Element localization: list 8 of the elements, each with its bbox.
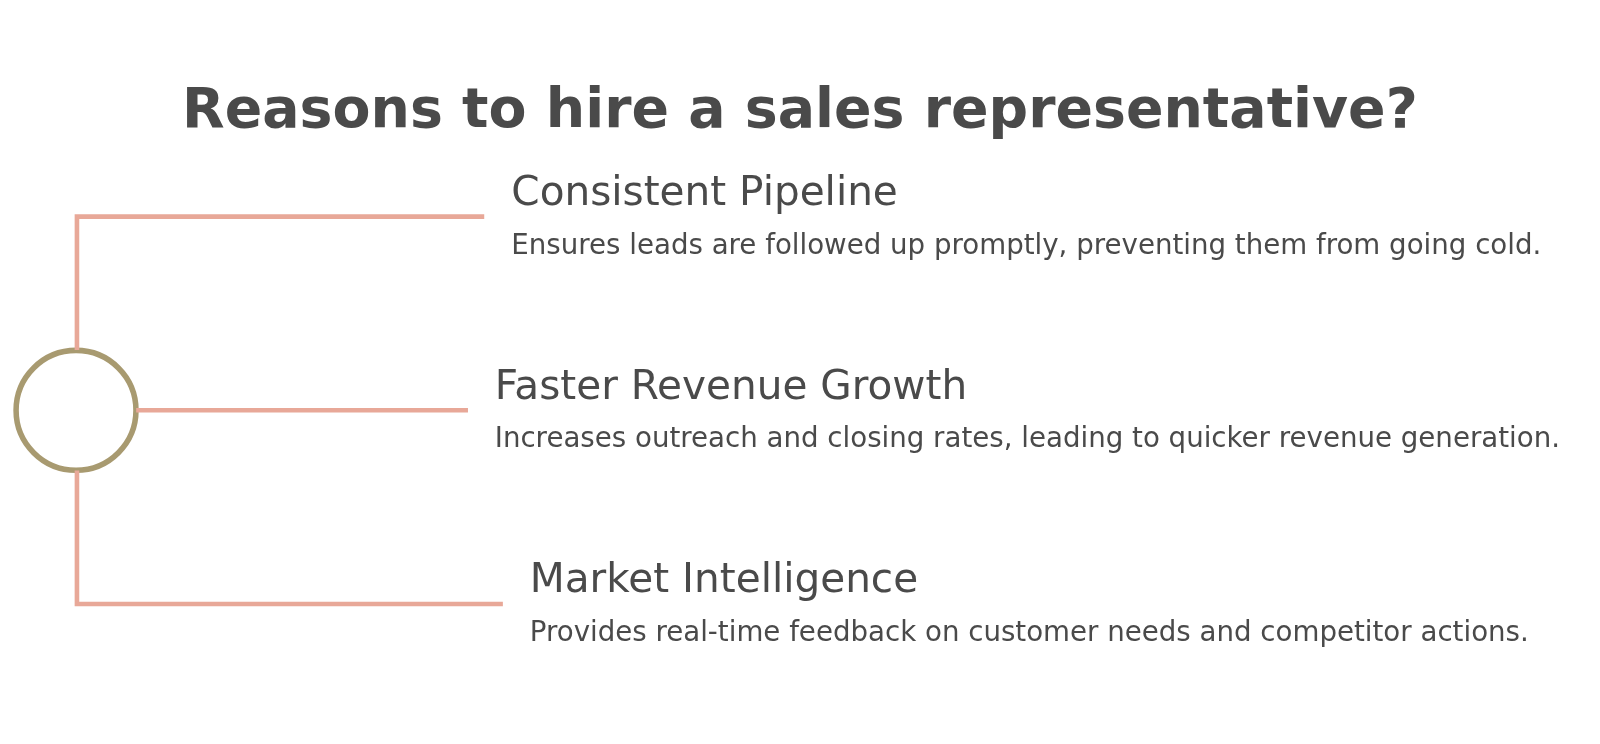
- connector: [136, 407, 468, 413]
- node-text: Market Intelligence Provides real-time feedback on customer needs and competitor actions.: [529, 553, 1529, 648]
- node-text: Faster Revenue Growth Increases outreach and closing rates, leading to quicker revenue generation.: [494, 360, 1560, 454]
- node-text: Consistent Pipeline Ensures leads are followed up promptly, preventing them from going cold.: [511, 166, 1542, 261]
- connector: [74, 470, 503, 606]
- diagram-title: Reasons to hire a sales representative?: [182, 75, 1418, 140]
- connector: [74, 213, 485, 350]
- node-circle: [13, 347, 139, 473]
